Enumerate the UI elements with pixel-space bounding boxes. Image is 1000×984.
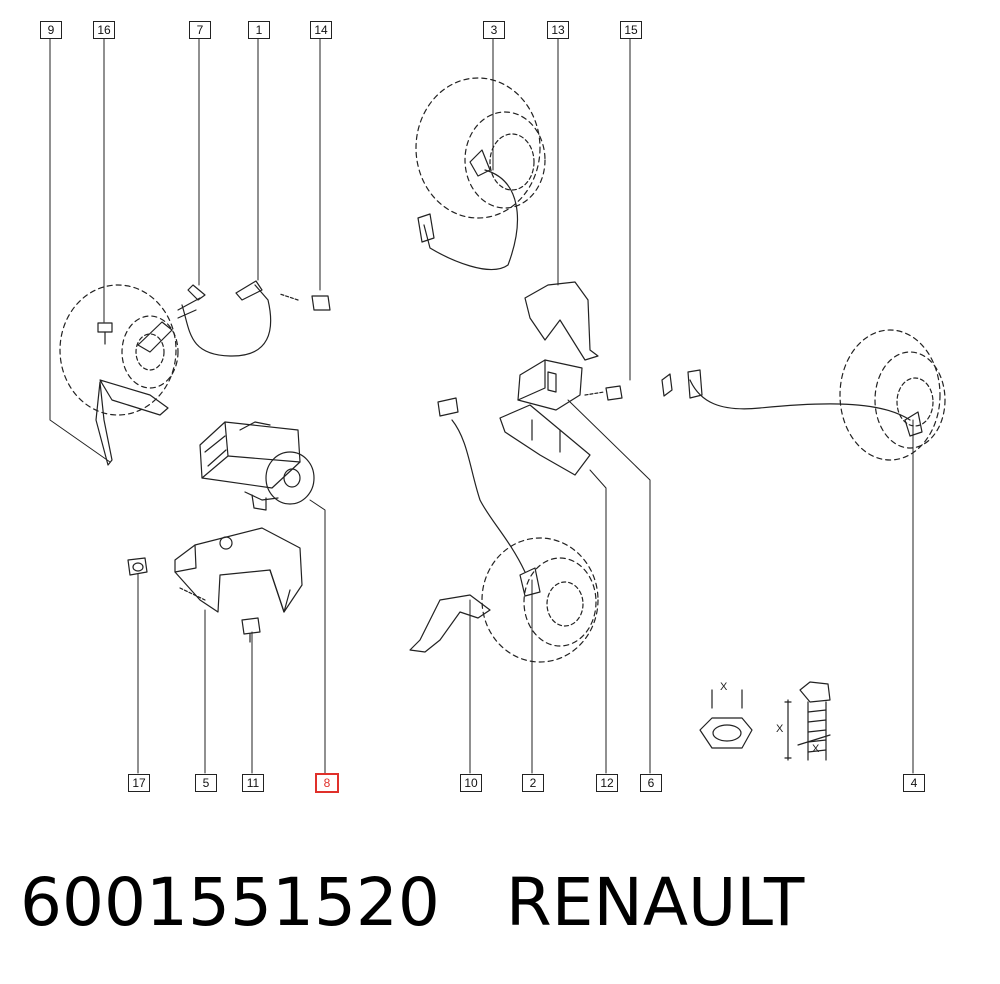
svg-text:X: X [776,723,784,735]
callout-13: 13 [547,21,569,39]
brand-name: RENAULT [505,864,805,941]
top-center-wheel-assembly [415,77,546,270]
abs-bracket [127,527,303,643]
callout-17: 17 [128,774,150,792]
callout-6: 6 [640,774,662,792]
callout-14: 14 [310,21,332,39]
callout-8-highlighted[interactable]: 8 [315,773,339,793]
exploded-parts-diagram: X X X [49,37,946,774]
yaw-sensor-assembly [499,281,623,476]
callout-11: 11 [242,774,264,792]
callout-5: 5 [195,774,217,792]
leader-lines [49,37,914,774]
callout-12: 12 [596,774,618,792]
torque-detail-fasteners: X X X [699,681,831,761]
bottom-center-wheel-assembly [409,397,599,663]
part-number: 6001551520 [20,864,440,941]
svg-text:X: X [720,681,728,693]
callout-7: 7 [189,21,211,39]
callout-16: 16 [93,21,115,39]
callout-4: 4 [903,774,925,792]
callout-1: 1 [248,21,270,39]
svg-text:X: X [812,743,820,755]
callout-2: 2 [522,774,544,792]
callout-9: 9 [40,21,62,39]
callout-10: 10 [460,774,482,792]
callout-3: 3 [483,21,505,39]
right-wheel-assembly [661,329,946,461]
part-caption: 6001551520 RENAULT [20,858,980,958]
left-wheel-assembly [59,280,331,466]
callout-15: 15 [620,21,642,39]
abs-pump-unit [199,421,315,511]
